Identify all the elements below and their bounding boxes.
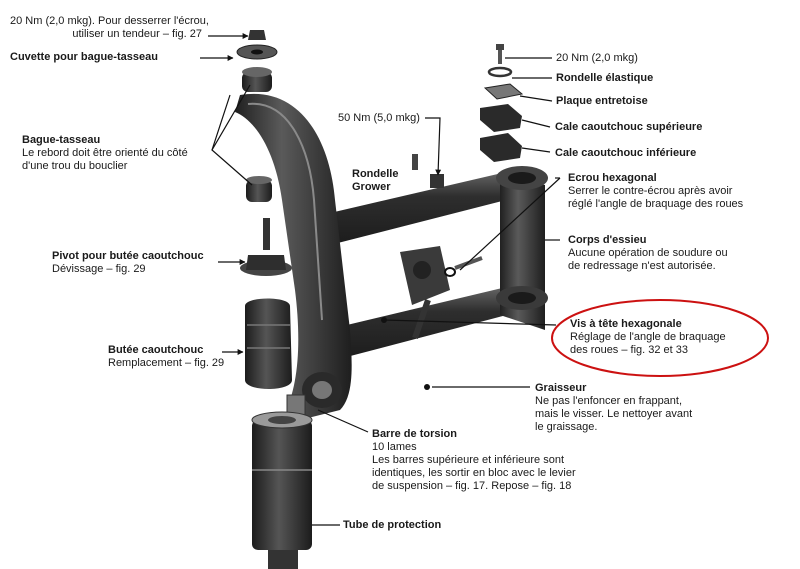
label-barre-torsion: Barre de torsion 10 lames Les barres sup… bbox=[372, 428, 576, 492]
label-graisseur: Graisseur Ne pas l'enfoncer en frappant,… bbox=[535, 382, 693, 433]
axle-body bbox=[300, 166, 548, 360]
label-cuvette: Cuvette pour bague-tasseau bbox=[10, 51, 158, 63]
label-ecrou: Ecrou hexagonal Serrer le contre-écrou a… bbox=[568, 172, 744, 210]
label-tube-protection: Tube de protection bbox=[343, 519, 442, 531]
label-bague-tasseau: Bague-tasseau Le rebord doit être orient… bbox=[22, 134, 188, 172]
label-top-torque: 20 Nm (2,0 mkg). Pour desserrer l'écrou,… bbox=[10, 15, 209, 40]
adjustment-parts bbox=[381, 154, 483, 390]
label-corps-essieu: Corps d'essieu Aucune opération de soudu… bbox=[568, 234, 728, 272]
label-cale-sup: Cale caoutchouc supérieure bbox=[555, 121, 703, 133]
right-fastener-stack bbox=[480, 44, 524, 162]
label-torque-20-right: 20 Nm (2,0 mkg) bbox=[556, 52, 638, 64]
label-pivot: Pivot pour butée caoutchouc Dévissage – … bbox=[52, 250, 204, 275]
label-plaque-entretoise: Plaque entretoise bbox=[556, 95, 648, 107]
highlight-ellipse bbox=[551, 299, 769, 377]
leader-lines bbox=[200, 33, 561, 526]
suspension-arm bbox=[235, 93, 352, 421]
label-cale-inf: Cale caoutchouc inférieure bbox=[555, 147, 697, 159]
label-rondelle-grower: Rondelle Grower bbox=[352, 168, 399, 193]
label-butee: Butée caoutchouc Remplacement – fig. 29 bbox=[108, 344, 225, 369]
rubber-stop-parts bbox=[240, 218, 292, 389]
torsion-bar bbox=[251, 394, 313, 569]
label-torque-50: 50 Nm (5,0 mkg) bbox=[338, 112, 420, 124]
label-rondelle-elastique: Rondelle élastique bbox=[556, 72, 654, 84]
label-vis-tete-hexagonale: Vis à tête hexagonale Réglage de l'angle… bbox=[570, 318, 726, 356]
